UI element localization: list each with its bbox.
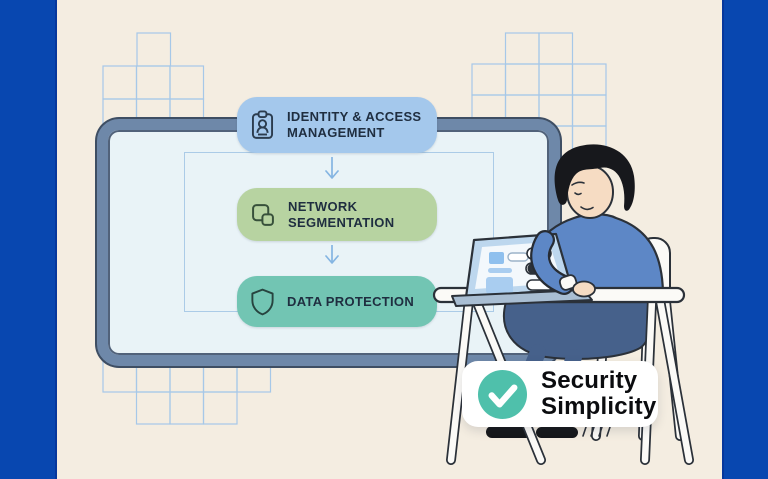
flow-box-identity-access-management: IDENTITY & ACCESS MANAGEMENT [237,97,437,153]
id-badge-icon [251,109,274,139]
flow-box-label-line1: NETWORK [288,198,358,214]
person-arm [530,230,596,298]
flow-box-label-line1: DATA PROTECTION [287,293,415,309]
shoe-right [536,427,578,438]
ground-marks [582,426,611,437]
security-badge-card: Security Simplicity [462,361,658,427]
face-features [571,181,594,211]
check-icon [477,369,528,419]
flow-arrow-1 [325,157,339,179]
left-border-bar [0,0,57,479]
shield-icon [251,288,274,315]
flow-arrow-2 [325,245,339,264]
flow-box-label-line2: MANAGEMENT [287,125,385,140]
flow-box-network-segmentation: NETWORK SEGMENTATION [237,188,437,241]
shoe-left [486,426,532,438]
badge-line1: Security [541,367,638,395]
grid-top-left [102,32,205,133]
hand [572,280,596,298]
flow-box-label-line1: IDENTITY & ACCESS [287,109,422,125]
grid-bottom-left [102,357,272,425]
person-head [554,144,635,219]
flow-box-data-protection: DATA PROTECTION [237,276,437,327]
badge-line2: Simplicity [541,393,657,420]
right-border-bar [722,0,768,479]
hair [554,144,635,211]
flow-box-label-line2: SEGMENTATION [288,214,395,230]
segmentation-icon [252,203,274,226]
badge-text: Security Simplicity [541,368,656,419]
